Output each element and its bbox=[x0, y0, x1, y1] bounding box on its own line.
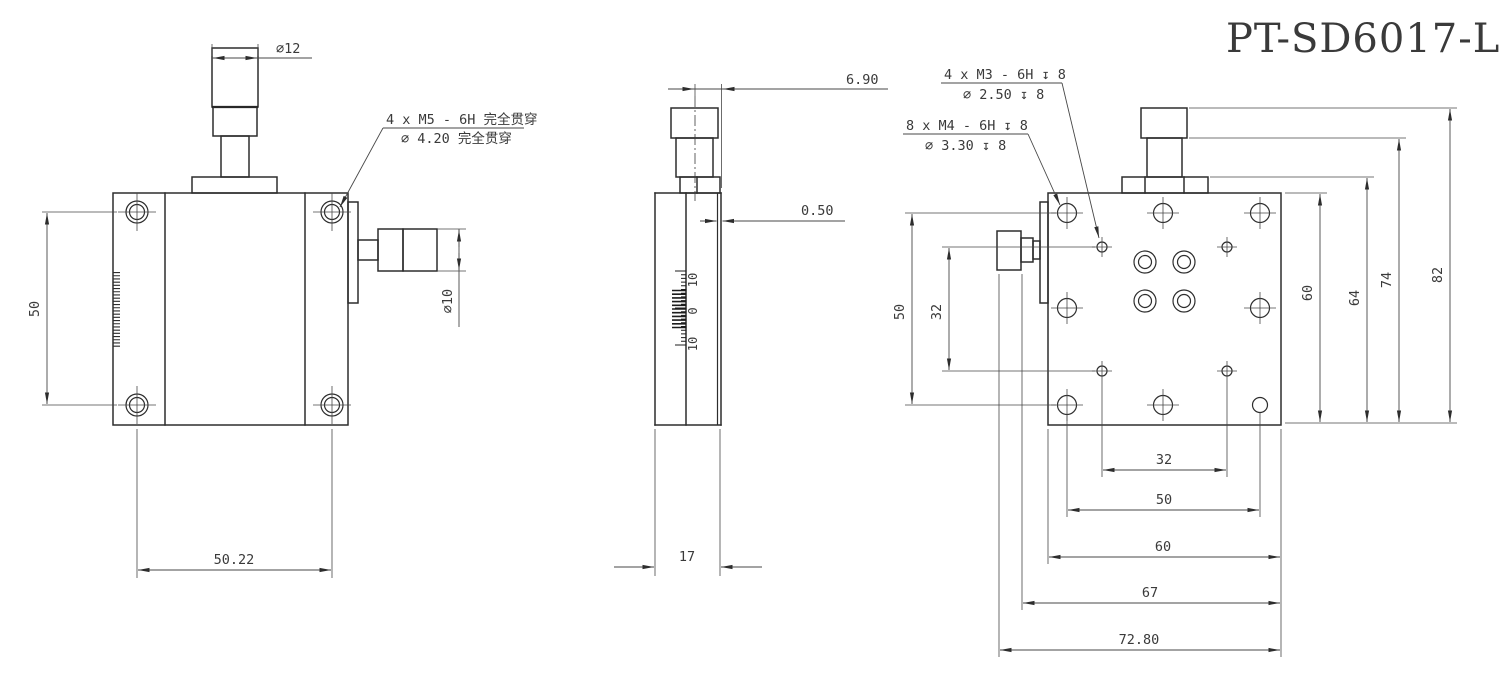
callout-m4: 8 x M4 - 6H ↧ 8 ∅ 3.30 ↧ 8 bbox=[903, 118, 1061, 206]
side-view: 10 0 10 6.90 0.50 17 bbox=[614, 72, 888, 576]
dim-text-left-32: 32 bbox=[929, 304, 945, 320]
dims-right-heights: 60 64 74 82 bbox=[1189, 107, 1457, 424]
dim-left-32: 32 bbox=[929, 246, 1095, 372]
dim-text-phi10: ∅10 bbox=[440, 289, 456, 313]
callout-m3-line1: 4 x M3 - 6H ↧ 8 bbox=[944, 67, 1066, 83]
hole-bottom-right bbox=[313, 386, 351, 424]
scale-label-10-top: 10 bbox=[686, 273, 700, 287]
top-side-knob bbox=[996, 230, 1041, 271]
callout-m5-line2: ∅ 4.20 完全贯穿 bbox=[401, 130, 512, 147]
dim-text-74-height: 74 bbox=[1379, 272, 1395, 288]
callout-m4-leader bbox=[1027, 133, 1061, 206]
callout-m5-through: 4 x M5 - 6H 完全贯穿 ∅ 4.20 完全贯穿 bbox=[339, 111, 538, 208]
dim-text-bottom-50: 50 bbox=[1156, 492, 1172, 508]
hole-top-right bbox=[313, 193, 351, 231]
scale-label-0: 0 bbox=[686, 307, 700, 314]
dim-text-17: 17 bbox=[679, 549, 695, 565]
callout-m4-line2: ∅ 3.30 ↧ 8 bbox=[925, 138, 1006, 154]
vernier-ticks bbox=[672, 289, 687, 329]
front-corner-holes bbox=[118, 193, 351, 424]
dim-text-bottom-67: 67 bbox=[1142, 585, 1158, 601]
callout-m5-line1: 4 x M5 - 6H 完全贯穿 bbox=[386, 111, 538, 128]
dim-text-82-height: 82 bbox=[1430, 267, 1446, 283]
m4-hole bbox=[1051, 197, 1083, 229]
dim-knob-offset-6-90: 6.90 bbox=[668, 72, 888, 188]
front-side-knob bbox=[347, 201, 438, 304]
dim-text-bottom-60: 60 bbox=[1155, 539, 1171, 555]
dim-horizontal-50-22: 50.22 bbox=[136, 429, 333, 578]
dim-text-bottom-32: 32 bbox=[1156, 452, 1172, 468]
callout-m5-leader bbox=[339, 127, 384, 208]
side-top-knob bbox=[670, 96, 721, 201]
hole-bottom-left bbox=[118, 386, 156, 424]
drawing-title: PT-SD6017-L bbox=[1226, 16, 1500, 62]
callout-m3-leader bbox=[1061, 82, 1100, 239]
dim-knob-diameter-12: ∅12 bbox=[211, 41, 312, 61]
callout-m4-line1: 8 x M4 - 6H ↧ 8 bbox=[906, 118, 1028, 134]
m3-tapped-holes bbox=[1092, 237, 1237, 381]
front-body-outline bbox=[112, 192, 349, 426]
dim-text-50: 50 bbox=[27, 301, 43, 317]
m3-hole bbox=[1217, 361, 1237, 381]
cbore-hole bbox=[1133, 250, 1157, 274]
front-view: ∅12 50 50.22 ∅10 4 x M5 - 6H 完全贯穿 ∅ 4.20… bbox=[27, 41, 538, 578]
m3-hole bbox=[1092, 361, 1112, 381]
top-knob bbox=[1121, 107, 1209, 194]
counterbore-holes bbox=[1133, 250, 1196, 313]
cbore-hole bbox=[1172, 289, 1196, 313]
dim-thickness-17: 17 bbox=[614, 429, 762, 576]
hole-top-left bbox=[118, 193, 156, 231]
dim-side-knob-diameter-10: ∅10 bbox=[437, 228, 466, 327]
m4-hole bbox=[1244, 197, 1276, 229]
m4-hole bbox=[1051, 292, 1083, 324]
vernier-scale: 10 0 10 bbox=[672, 270, 700, 351]
callout-m3-line2: ∅ 2.50 ↧ 8 bbox=[963, 87, 1044, 103]
dim-text-left-50: 50 bbox=[892, 304, 908, 320]
m3-hole bbox=[1217, 237, 1237, 257]
m4-hole bbox=[1147, 197, 1179, 229]
m4-tapped-holes bbox=[1051, 197, 1276, 421]
m3-hole bbox=[1092, 237, 1112, 257]
cbore-hole bbox=[1172, 250, 1196, 274]
dim-text-0-50: 0.50 bbox=[801, 203, 834, 219]
dims-bottom-widths: 32 50 60 67 72.80 bbox=[998, 274, 1282, 657]
m4-hole bbox=[1244, 292, 1276, 324]
dim-vertical-50: 50 bbox=[27, 211, 117, 406]
dim-text-6-90: 6.90 bbox=[846, 72, 879, 88]
scale-label-10-bottom: 10 bbox=[686, 337, 700, 351]
plain-hole bbox=[1251, 396, 1269, 414]
main-scale-ticks bbox=[675, 270, 687, 346]
m4-hole bbox=[1147, 389, 1179, 421]
dim-left-50: 50 bbox=[892, 212, 1056, 406]
dim-text-phi12: ∅12 bbox=[276, 41, 300, 57]
callout-m3: 4 x M3 - 6H ↧ 8 ∅ 2.50 ↧ 8 bbox=[941, 67, 1100, 239]
dim-text-50-22: 50.22 bbox=[214, 552, 255, 568]
top-view: 50 32 60 64 74 82 bbox=[892, 67, 1457, 657]
dim-text-64-height: 64 bbox=[1347, 290, 1363, 306]
dim-plate-gap-0-50: 0.50 bbox=[700, 203, 845, 224]
dim-text-bottom-72-80: 72.80 bbox=[1119, 632, 1160, 648]
cbore-hole bbox=[1133, 289, 1157, 313]
front-top-knob bbox=[191, 47, 278, 194]
dim-text-60-height: 60 bbox=[1300, 285, 1316, 301]
